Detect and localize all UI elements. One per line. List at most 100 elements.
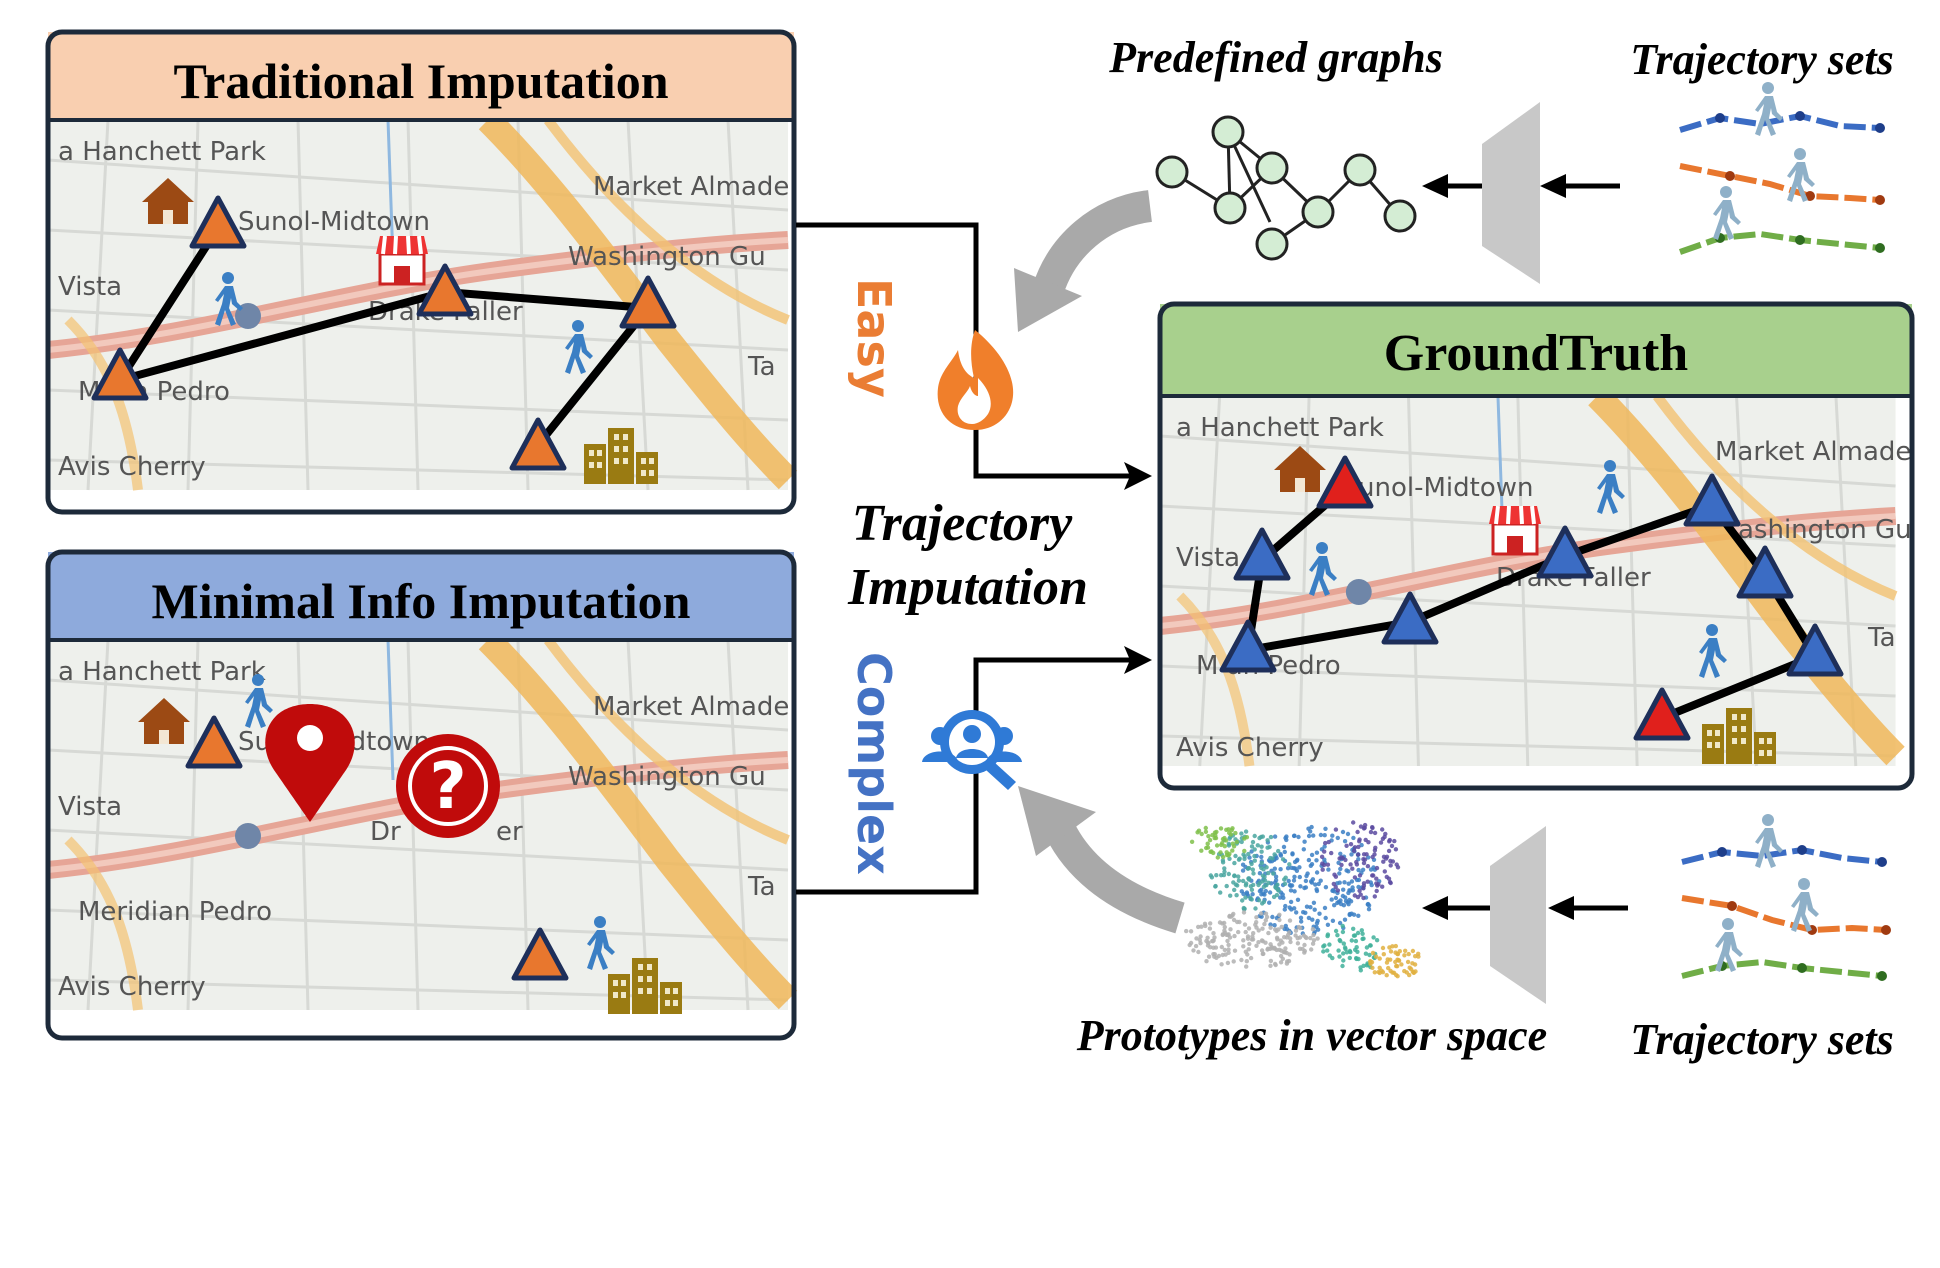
prototype-point: [1241, 910, 1247, 915]
prototype-point: [1236, 878, 1242, 883]
prototype-point: [1220, 836, 1226, 842]
prototype-point: [1373, 845, 1378, 850]
prototype-point: [1309, 852, 1315, 858]
traditional-header: [48, 32, 794, 120]
prototype-point: [1333, 874, 1339, 879]
prototype-point: [1354, 945, 1359, 950]
prototype-point: [1220, 854, 1226, 860]
prototype-point: [1311, 938, 1317, 943]
prototype-point: [1317, 911, 1322, 916]
prototype-point: [1267, 900, 1272, 905]
prototype-point: [1349, 938, 1355, 943]
prototype-point: [1271, 871, 1276, 876]
prototype-point: [1246, 851, 1251, 857]
prototype-point: [1203, 825, 1209, 831]
prototype-point: [1197, 937, 1203, 943]
prototype-point: [1372, 830, 1378, 836]
prototype-point: [1351, 926, 1356, 931]
prototype-point: [1256, 882, 1261, 888]
prototype-point: [1355, 829, 1360, 835]
prototype-point: [1293, 928, 1299, 933]
prototype-point: [1259, 938, 1265, 943]
prototype-point: [1239, 831, 1244, 836]
easy-arrowhead: [1124, 462, 1152, 490]
prototype-point: [1322, 905, 1328, 911]
prototype-point: [1340, 929, 1346, 935]
prototype-point: [1393, 943, 1399, 949]
graph-to-easy-arrow: [1014, 190, 1153, 332]
prototype-point: [1240, 868, 1246, 873]
prototype-point: [1310, 917, 1315, 922]
prototype-point: [1222, 844, 1228, 849]
walking-person-icon: [1755, 82, 1783, 136]
prototype-point: [1225, 960, 1231, 966]
prototype-point: [1199, 831, 1204, 837]
prototype-point: [1220, 860, 1226, 865]
prototype-point: [1386, 848, 1392, 854]
prototype-point: [1351, 820, 1356, 825]
prototype-point: [1289, 865, 1294, 870]
prototype-point: [1311, 932, 1316, 938]
prototype-point: [1410, 961, 1415, 966]
prototype-point: [1236, 874, 1241, 879]
shop-icon: [1487, 504, 1543, 556]
prototype-point: [1340, 923, 1345, 929]
prototype-point: [1292, 906, 1297, 911]
prototype-point: [1265, 946, 1271, 951]
prototype-point: [1314, 887, 1319, 892]
prototype-point: [1266, 880, 1271, 885]
prototype-point: [1283, 903, 1288, 909]
prototype-point: [1295, 897, 1301, 902]
prototype-point: [1297, 935, 1303, 940]
prototype-point: [1410, 948, 1416, 954]
prototype-point: [1213, 945, 1219, 950]
prototype-point: [1268, 925, 1273, 930]
prototype-point: [1280, 956, 1286, 961]
prototype-point: [1234, 839, 1240, 845]
prototype-point: [1406, 951, 1411, 957]
prototype-point: [1241, 938, 1246, 943]
map-label-washington: ashington Gu: [1738, 515, 1912, 545]
traditional-markers: [91, 195, 677, 471]
prototype-point: [1325, 948, 1330, 953]
prototype-point: [1355, 852, 1361, 857]
blue-triangle-marker: [1786, 623, 1844, 677]
prototype-point: [1208, 921, 1213, 926]
prototype-point: [1416, 954, 1421, 959]
prototype-point: [1279, 924, 1284, 930]
prototype-point: [1316, 881, 1322, 887]
complex-label: Complex: [847, 652, 901, 875]
prototype-point: [1249, 887, 1255, 892]
blue-triangle-marker: [1233, 527, 1291, 581]
prototype-point: [1386, 876, 1392, 881]
prototype-point: [1393, 972, 1399, 978]
prototype-point: [1309, 880, 1315, 885]
prototype-point: [1330, 833, 1335, 838]
prototype-point: [1250, 867, 1256, 872]
prototype-point: [1268, 942, 1273, 947]
prototype-point: [1341, 958, 1346, 963]
prototype-point: [1322, 943, 1327, 948]
prototype-point: [1254, 915, 1259, 920]
prototype-point: [1394, 963, 1399, 969]
prototype-point: [1205, 841, 1210, 846]
prototype-point: [1319, 854, 1325, 859]
prototype-point: [1232, 948, 1238, 953]
prototype-point: [1361, 852, 1367, 857]
map-label-park: a Hanchett Park: [1176, 413, 1384, 443]
prototype-point: [1196, 949, 1201, 955]
prototype-point: [1310, 927, 1316, 932]
prototype-point: [1358, 892, 1363, 897]
prototype-point: [1262, 921, 1267, 927]
blue-triangle-marker: [1683, 473, 1741, 527]
prototype-point: [1301, 847, 1307, 852]
prototype-point: [1296, 834, 1301, 840]
map-label-avis: Avis Cherry: [1176, 733, 1324, 763]
prototype-point: [1259, 854, 1264, 860]
prototype-point: [1358, 968, 1364, 973]
prototype-point: [1320, 867, 1325, 872]
prototype-point: [1297, 865, 1302, 870]
prototype-point: [1250, 892, 1255, 897]
prototype-point: [1375, 883, 1380, 888]
prototype-point: [1268, 834, 1274, 840]
